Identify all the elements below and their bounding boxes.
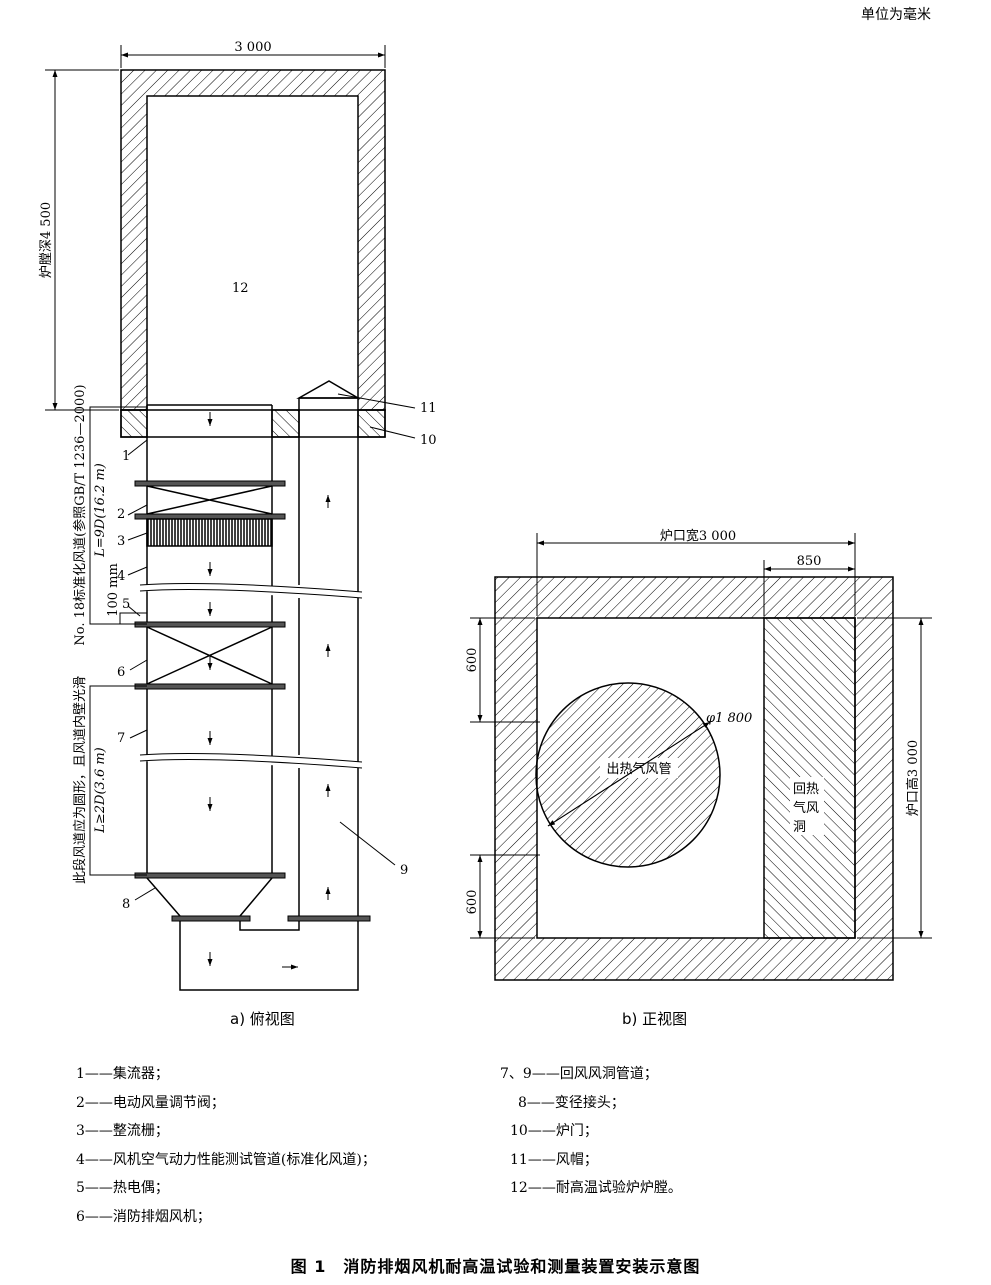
furnace-wall — [120, 69, 386, 411]
legend-item: 8——变径接头； — [518, 1094, 625, 1111]
depth-dim: 炉膛深4 500 — [39, 202, 54, 278]
label-4: 4 — [117, 569, 125, 584]
furnace-door — [120, 409, 386, 438]
damper — [146, 485, 273, 515]
legend-right: 7、9——回风风洞管道； 8——变径接头； 10——炉门； 11——风帽； 12… — [500, 1060, 682, 1203]
label-1: 1 — [122, 449, 130, 464]
round-duct-note: 此段风道应为圆形，且风道内壁光滑 — [72, 676, 88, 884]
label-11: 11 — [420, 401, 437, 416]
legend-item: 12——耐高温试验炉炉膛。 — [510, 1180, 682, 1196]
legend-item: 2——电动风量调节阀； — [76, 1094, 225, 1111]
std-duct-note: No. 18标准化风道(参照GB/T 1236—2000) — [72, 384, 88, 645]
legend-item: 6——消防排烟风机； — [76, 1208, 211, 1225]
legend-item: 1——集流器； — [76, 1066, 169, 1082]
opening-width-dim: 炉口宽3 000 — [660, 528, 736, 544]
width-dim: 3 000 — [234, 40, 271, 55]
outlet-pipe-label: 出热气风管 — [606, 761, 671, 777]
bottom-margin-dim: 600 — [465, 890, 480, 915]
label-12: 12 — [232, 281, 249, 296]
round-duct-length: L≥2D(3.6 m) — [93, 747, 108, 834]
label-8: 8 — [122, 897, 130, 912]
fan — [146, 626, 273, 685]
duct-flanges — [134, 480, 371, 922]
thermocouple-offset: 100 mm — [106, 563, 121, 617]
label-3: 3 — [117, 534, 125, 549]
return-label-line-2: 气风 — [793, 800, 819, 816]
flow-straightener — [146, 518, 273, 547]
flow-arrows — [207, 412, 331, 970]
label-10: 10 — [420, 433, 437, 448]
opening-height-dim: 炉口高3 000 — [905, 740, 921, 816]
legend-item: 3——整流栅； — [76, 1123, 169, 1139]
figure-caption: 图 1 消防排烟风机耐高温试验和测量装置安装示意图 — [290, 1257, 701, 1276]
reducer — [146, 877, 273, 917]
front-view-caption: b) 正视图 — [622, 1010, 688, 1028]
legend-left: 1——集流器； 2——电动风量调节阀； 3——整流栅； 4——风机空气动力性能测… — [76, 1060, 376, 1231]
top-view-caption: a) 俯视图 — [230, 1010, 295, 1028]
legend-item: 10——炉门； — [510, 1123, 598, 1139]
std-duct-length: L=9D(16.2 m) — [93, 463, 108, 558]
legend-item: 11——风帽； — [510, 1151, 598, 1168]
bottom-box — [179, 921, 359, 991]
wind-cap — [296, 380, 361, 399]
label-6: 6 — [117, 665, 125, 680]
return-label-line-1: 回热 — [793, 782, 819, 797]
legend-item: 4——风机空气动力性能测试管道(标准化风道)； — [76, 1151, 376, 1168]
pipe-diameter: φ1 800 — [706, 711, 752, 726]
label-9: 9 — [400, 863, 408, 878]
return-width-dim: 850 — [797, 554, 822, 569]
legend-item: 7、9——回风风洞管道； — [500, 1066, 658, 1082]
unit-note: 单位为毫米 — [861, 7, 931, 23]
return-label-line-3: 洞 — [793, 820, 806, 835]
legend-item: 5——热电偶； — [76, 1180, 169, 1196]
label-5: 5 — [122, 597, 130, 612]
top-view — [45, 45, 416, 991]
label-2: 2 — [117, 507, 125, 522]
top-margin-dim: 600 — [465, 648, 480, 673]
front-view-text: 炉口宽3 000 850 炉口高3 000 600 600 φ1 800 出热气… — [465, 528, 921, 914]
front-view — [470, 533, 932, 981]
top-view-text: 3 000 炉膛深4 500 No. 18标准化风道(参照GB/T 1236—2… — [39, 40, 437, 912]
label-7: 7 — [117, 731, 125, 746]
